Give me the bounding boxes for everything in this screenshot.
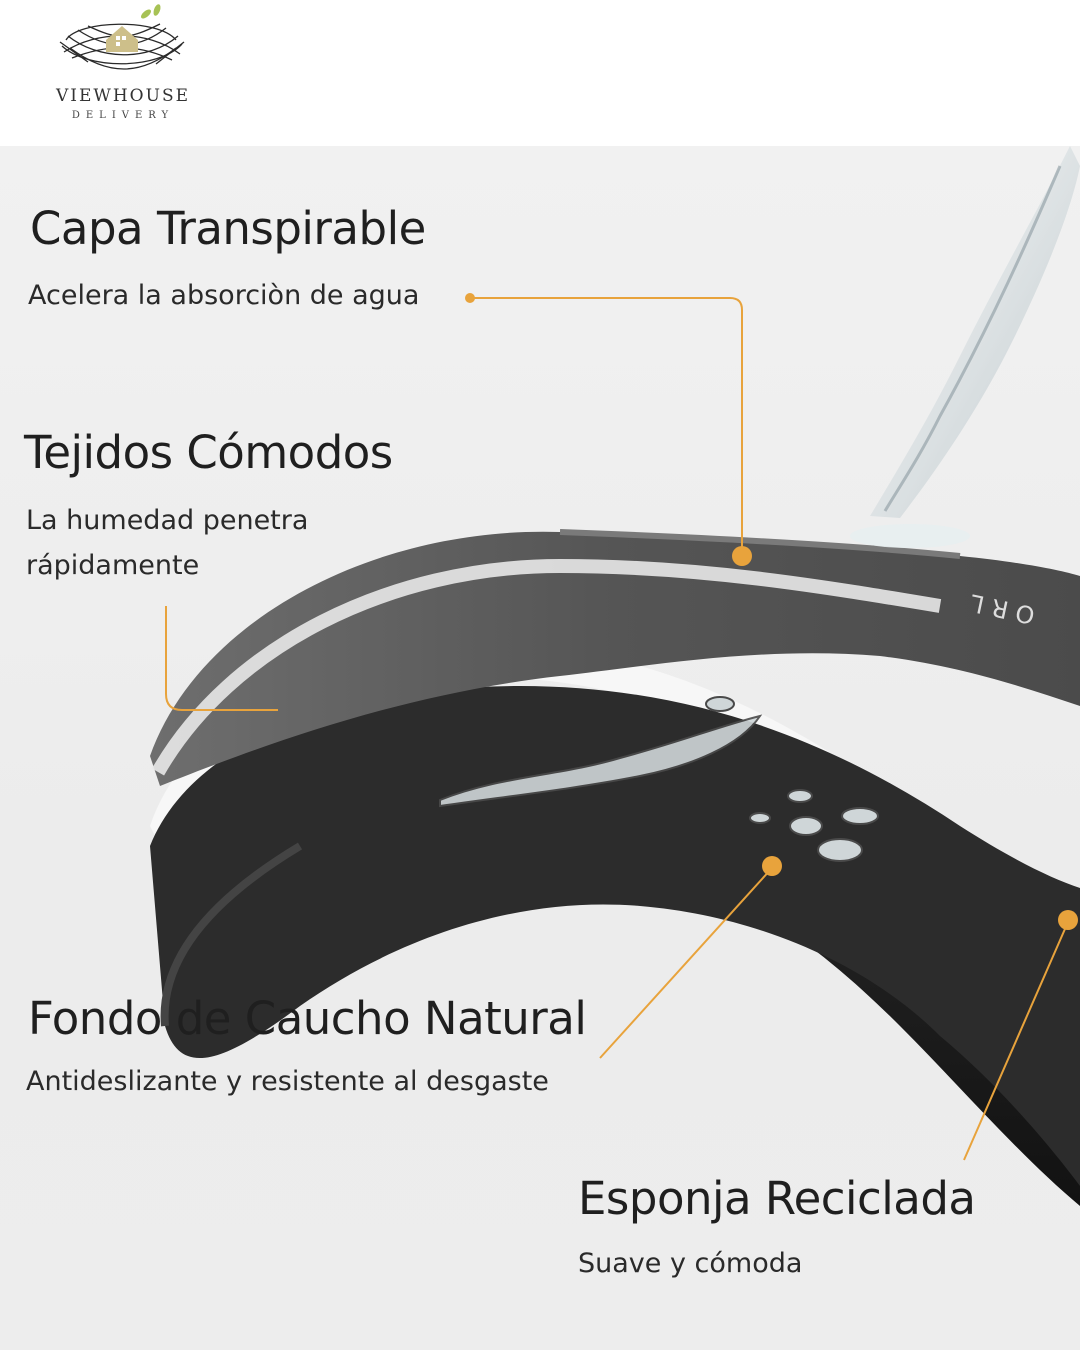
feature-desc-rubber: Antideslizante y resistente al desgaste <box>26 1066 549 1097</box>
insole-layers-illustration: ORL <box>150 146 1080 1206</box>
nest-house-logo-icon <box>59 4 185 70</box>
leader-line-breathable <box>470 297 743 554</box>
leader-line-fabric <box>165 606 278 711</box>
leader-line-rubber <box>599 867 773 1059</box>
brand-tagline: DELIVERY <box>71 110 175 121</box>
water-droplets-icon <box>439 696 879 862</box>
marker-dot-foam <box>1058 910 1078 930</box>
brand-name: VIEWHOUSE <box>55 86 191 106</box>
marker-dot-breathable-end <box>732 546 752 566</box>
feature-title-breathable: Capa Transpirable <box>30 202 426 255</box>
feature-title-rubber: Fondo de Caucho Natural <box>28 992 587 1045</box>
feature-title-fabric: Tejidos Cómodos <box>24 426 393 479</box>
brand-logo[interactable]: VIEWHOUSE DELIVERY <box>48 0 198 146</box>
feature-title-foam: Esponja Reciclada <box>578 1172 976 1225</box>
feature-desc-foam: Suave y cómoda <box>578 1248 803 1279</box>
feature-desc-fabric: La humedad penetra rápidamente <box>26 505 309 581</box>
marker-dot-breathable <box>465 293 475 303</box>
product-illustration-panel: ORL Capa Transpirable <box>0 146 1080 1350</box>
marker-dot-rubber <box>762 856 782 876</box>
leader-line-foam <box>963 921 1069 1161</box>
header: VIEWHOUSE DELIVERY <box>0 0 1080 146</box>
water-stream-icon <box>870 146 1080 518</box>
feature-desc-breathable: Acelera la absorciòn de agua <box>28 280 420 311</box>
